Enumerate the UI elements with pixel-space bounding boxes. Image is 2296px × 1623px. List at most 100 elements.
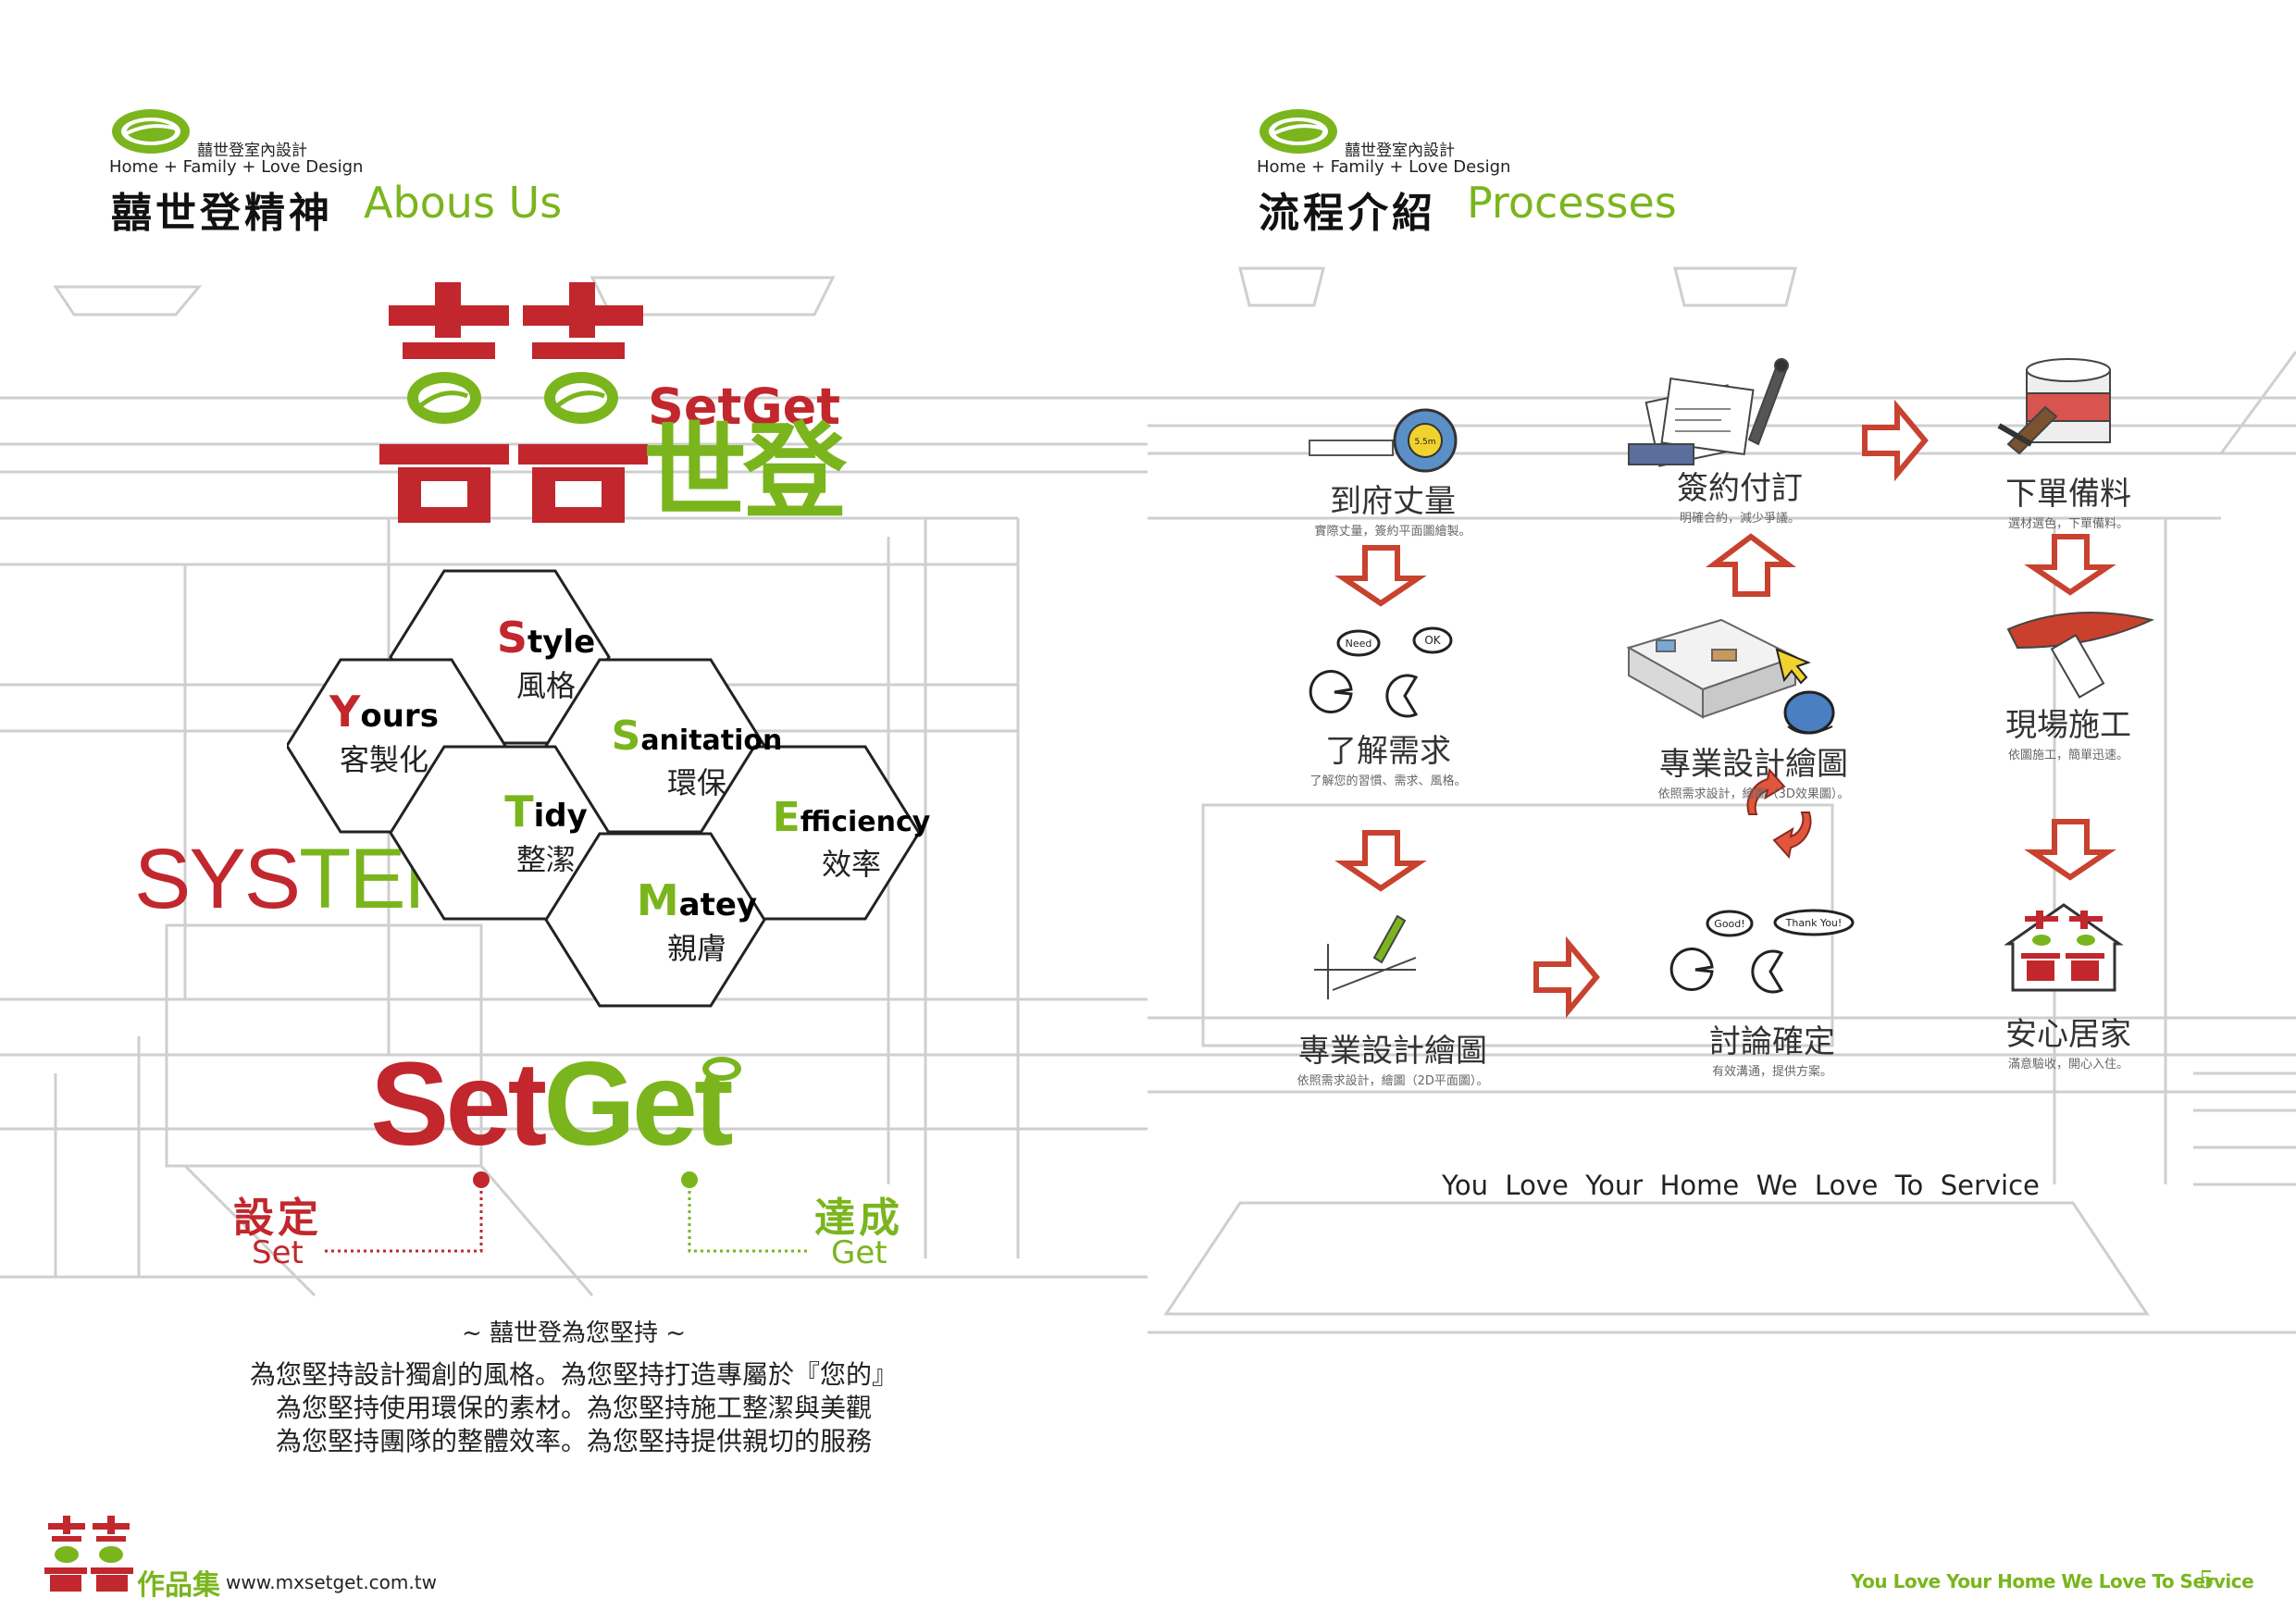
step-3: 專業設計繪圖 依照需求設計，繪圖（2D平面圖）。 <box>1249 1025 1536 1088</box>
step-7-caption: 選材選色，下單備料。 <box>2007 517 2128 531</box>
hex-efficiency-initial: E <box>772 794 800 841</box>
floorplan-3d-icon <box>1626 618 1798 719</box>
hex-tidy-rest: idy <box>533 798 588 835</box>
left-logo: 囍世登室內設計 Home + Family + Love Design <box>109 104 387 187</box>
page-title-en: Processes <box>1467 178 1677 228</box>
arrow-down-4 <box>2024 819 2116 881</box>
get-label-en: Get <box>831 1234 887 1271</box>
bubble-need: Need <box>1346 638 1372 650</box>
arrow-right-2 <box>1862 399 1929 482</box>
step-8-title: 現場施工 <box>2005 707 2131 744</box>
hex-style-rest: tyle <box>527 624 596 661</box>
slogan: You Love Your Home We Love To Service <box>1442 1170 2040 1201</box>
logo-tagline: Home + Family + Love Design <box>1257 157 1511 177</box>
step-5-caption: 依照需求設計，繪圖（3D效果圖）。 <box>1657 787 1850 801</box>
footer-url[interactable]: www.mxsetget.com.tw <box>226 1571 437 1593</box>
set-label-cn: 設定 <box>233 1195 322 1242</box>
page-title-cn: 囍世登精神 <box>111 190 333 237</box>
arrow-down-3 <box>2024 534 2116 596</box>
step-8-caption: 依圖施工，簡單迅速。 <box>2007 749 2128 762</box>
pacman-pair-2 <box>1669 909 1855 994</box>
leaf-icon <box>112 109 190 154</box>
page-title-cn: 流程介紹 <box>1259 190 1436 237</box>
hex-sanitation-text: Sanitation 環保 <box>600 712 794 802</box>
footer-collection: 作品集 <box>137 1569 220 1602</box>
step-2: 了解需求 了解您的習慣、需求、風格。 <box>1259 725 1518 788</box>
hex-tidy-cn: 整潔 <box>515 842 576 877</box>
hex-sanitation-cn: 環保 <box>666 765 726 800</box>
double-happiness-logo <box>379 282 648 523</box>
hex-tidy-text: Tidy 整潔 <box>444 787 648 879</box>
system-word-red: SYS <box>134 832 301 926</box>
step-1: 到府丈量 實際丈量，簽約平面圖繪製。 <box>1263 476 1522 539</box>
logo-brand-cn: 囍世登室內設計 <box>1345 142 1455 160</box>
set-label-en: Set <box>252 1234 304 1271</box>
footer-slogan: You Love Your Home We Love To Service <box>1851 1570 2254 1592</box>
hex-yours-text: Yours 客製化 <box>282 687 486 779</box>
cycle-arrows-icon <box>1746 767 1812 860</box>
bubble-thank-you: Thank You! <box>1785 917 1843 929</box>
hex-matey-text: Matey 親膚 <box>600 875 794 968</box>
hex-style-text: Style 風格 <box>444 613 648 705</box>
step-1-title: 到府丈量 <box>1330 483 1456 520</box>
motto-line-1: 為您堅持設計獨創的風格。為您堅持打造專屬於『您的』 <box>249 1359 898 1390</box>
hex-yours-initial: Y <box>329 687 361 737</box>
brand-setget-small: SetGet <box>648 378 841 436</box>
step-3-title: 專業設計繪圖 <box>1298 1033 1487 1070</box>
hex-cluster <box>287 569 921 1008</box>
step-6-caption: 明確合約，減少爭議。 <box>1679 512 1800 526</box>
setget-leaf-icon <box>702 1057 741 1081</box>
process-graphics: 5.5m Need OK Good! Thank You! <box>1309 358 2155 1019</box>
logo-tagline: Home + Family + Love Design <box>109 157 364 177</box>
step-7-title: 下單備料 <box>2005 476 2131 513</box>
hex-matey-rest: atey <box>678 886 758 923</box>
hex-matey <box>544 832 766 1008</box>
motto-line-2: 為您堅持使用環保的素材。為您堅持施工整潔與美觀 <box>275 1393 872 1423</box>
left-room-sketch <box>0 276 1148 1297</box>
hex-matey-cn: 親膚 <box>666 931 726 966</box>
arrow-down-1 <box>1334 545 1427 607</box>
step-4: 討論確定 有效溝通，提供方案。 <box>1643 1016 1902 1079</box>
leaf-icon <box>1260 109 1337 154</box>
step-9-caption: 滿意驗收，開心入住。 <box>2007 1058 2128 1072</box>
hex-yours-rest: ours <box>360 698 439 735</box>
page-title-en: Abous Us <box>364 178 563 228</box>
hex-tidy-initial: T <box>504 787 534 836</box>
step-9: 安心居家 滿意驗收，開心入住。 <box>1939 1009 2198 1072</box>
arrow-up-1 <box>1706 533 1796 597</box>
hex-yours-cn: 客製化 <box>339 742 428 777</box>
setget-connectors <box>324 1171 810 1253</box>
brand-cn-shideng: 世登 <box>643 413 847 533</box>
contract-pen-icon <box>1628 358 1789 467</box>
setget-big-set: Set <box>370 1038 547 1171</box>
footer-logo <box>44 1516 133 1592</box>
house-icon <box>2004 903 2124 992</box>
step-2-title: 了解需求 <box>1325 733 1451 770</box>
arrow-right-1 <box>1533 935 1600 1019</box>
hex-style-initial: S <box>496 613 527 663</box>
bubble-ok: OK <box>1424 634 1441 647</box>
hex-efficiency-cn: 效率 <box>821 847 881 882</box>
hex-sanitation-initial: S <box>611 712 641 760</box>
step-1-caption: 實際丈量，簽約平面圖繪製。 <box>1314 525 1471 539</box>
step-4-title: 討論確定 <box>1709 1023 1835 1060</box>
setget-big: SetGet <box>370 1046 734 1164</box>
logo-brand-cn: 囍世登室內設計 <box>197 142 307 160</box>
computer-mouse-icon <box>1775 648 1835 735</box>
step-5: 專業設計繪圖 依照需求設計，繪圖（3D效果圖）。 <box>1610 738 1897 801</box>
step-4-caption: 有效溝通，提供方案。 <box>1711 1065 1832 1079</box>
hex-efficiency-text: Efficiency 效率 <box>754 794 949 884</box>
hex-style-cn: 風格 <box>515 668 576 703</box>
setget-big-get: Get <box>543 1038 733 1171</box>
right-logo: 囍世登室內設計 Home + Family + Love Design <box>1257 104 1534 187</box>
step-9-title: 安心居家 <box>2005 1016 2131 1053</box>
bubble-good: Good! <box>1714 918 1744 930</box>
step-7: 下單備料 選材選色，下單備料。 <box>1939 468 2198 531</box>
motto-body: 為您堅持設計獨創的風格。為您堅持打造專屬於『您的』 為您堅持使用環保的素材。為您… <box>185 1358 962 1458</box>
hex-matey-initial: M <box>636 875 679 925</box>
step-3-caption: 依照需求設計，繪圖（2D平面圖）。 <box>1297 1074 1489 1088</box>
pacman-pair-1 <box>1309 626 1453 718</box>
motto-line-3: 為您堅持團隊的整體效率。為您堅持提供親切的服務 <box>275 1426 872 1456</box>
pencil-drafting-icon <box>1314 914 1417 999</box>
step-8: 現場施工 依圖施工，簡單迅速。 <box>1939 700 2198 762</box>
